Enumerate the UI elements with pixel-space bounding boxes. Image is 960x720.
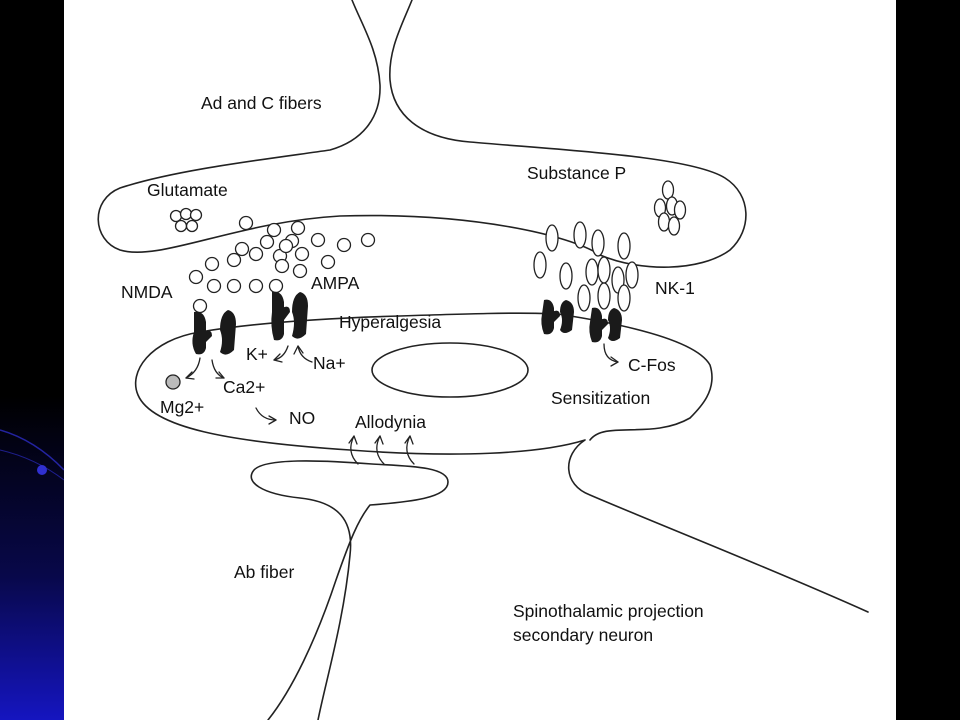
label-projection-line2: secondary neuron	[513, 625, 654, 645]
label-glutamate: Glutamate	[147, 180, 228, 200]
label-no: NO	[289, 408, 316, 428]
arrow-k-out	[273, 345, 289, 363]
label-sensitization: Sensitization	[551, 388, 651, 408]
left-border	[0, 0, 64, 720]
left-border-glow-dot	[37, 465, 47, 475]
right-border	[896, 0, 960, 720]
arrow-nmda-to-ca	[211, 359, 225, 379]
label-hyperalgesia: Hyperalgesia	[339, 312, 442, 332]
ampa-receptor	[271, 291, 308, 341]
label-nk-1: NK-1	[655, 278, 695, 298]
substance-p-vesicles	[533, 221, 639, 312]
presynaptic-terminal	[97, 0, 747, 268]
glutamate-vesicles	[188, 215, 376, 314]
arrow-nk1-to-cfos	[603, 343, 619, 367]
white-panel	[64, 0, 896, 720]
label-k-ion: K+	[246, 344, 268, 364]
arrow-nmda-to-mg	[185, 357, 201, 380]
nucleus	[371, 342, 529, 398]
label-substance-p: Substance P	[527, 163, 627, 183]
postsynaptic-membrane	[199, 312, 559, 333]
label-projection-line1: Spinothalamic projection	[513, 601, 704, 621]
label-nmda: NMDA	[121, 282, 173, 302]
label-ampa: AMPA	[311, 273, 360, 293]
postsynaptic-neuron	[134, 313, 869, 613]
label-allodynia: Allodynia	[355, 412, 427, 432]
nmda-receptor	[192, 310, 236, 355]
arrow-ca-to-no	[255, 407, 277, 425]
substance-p-cluster	[653, 180, 687, 236]
arrow-na-in	[293, 345, 313, 363]
ab-fiber	[250, 460, 449, 720]
glutamate-cluster	[169, 207, 203, 233]
label-c-fos: C-Fos	[628, 355, 676, 375]
label-mg-ion: Mg2+	[160, 397, 205, 417]
left-border-swoosh	[0, 449, 65, 481]
label-ca-ion: Ca2+	[223, 377, 266, 397]
label-na-ion: Na+	[313, 353, 346, 373]
nk1-receptor	[541, 299, 622, 343]
mg-ion	[165, 374, 181, 390]
arrow-allodynia	[348, 435, 415, 465]
label-ad-and-c-fibers: Ad and C fibers	[201, 93, 322, 113]
label-ab-fiber: Ab fiber	[234, 562, 295, 582]
left-border-swoosh	[0, 429, 65, 471]
